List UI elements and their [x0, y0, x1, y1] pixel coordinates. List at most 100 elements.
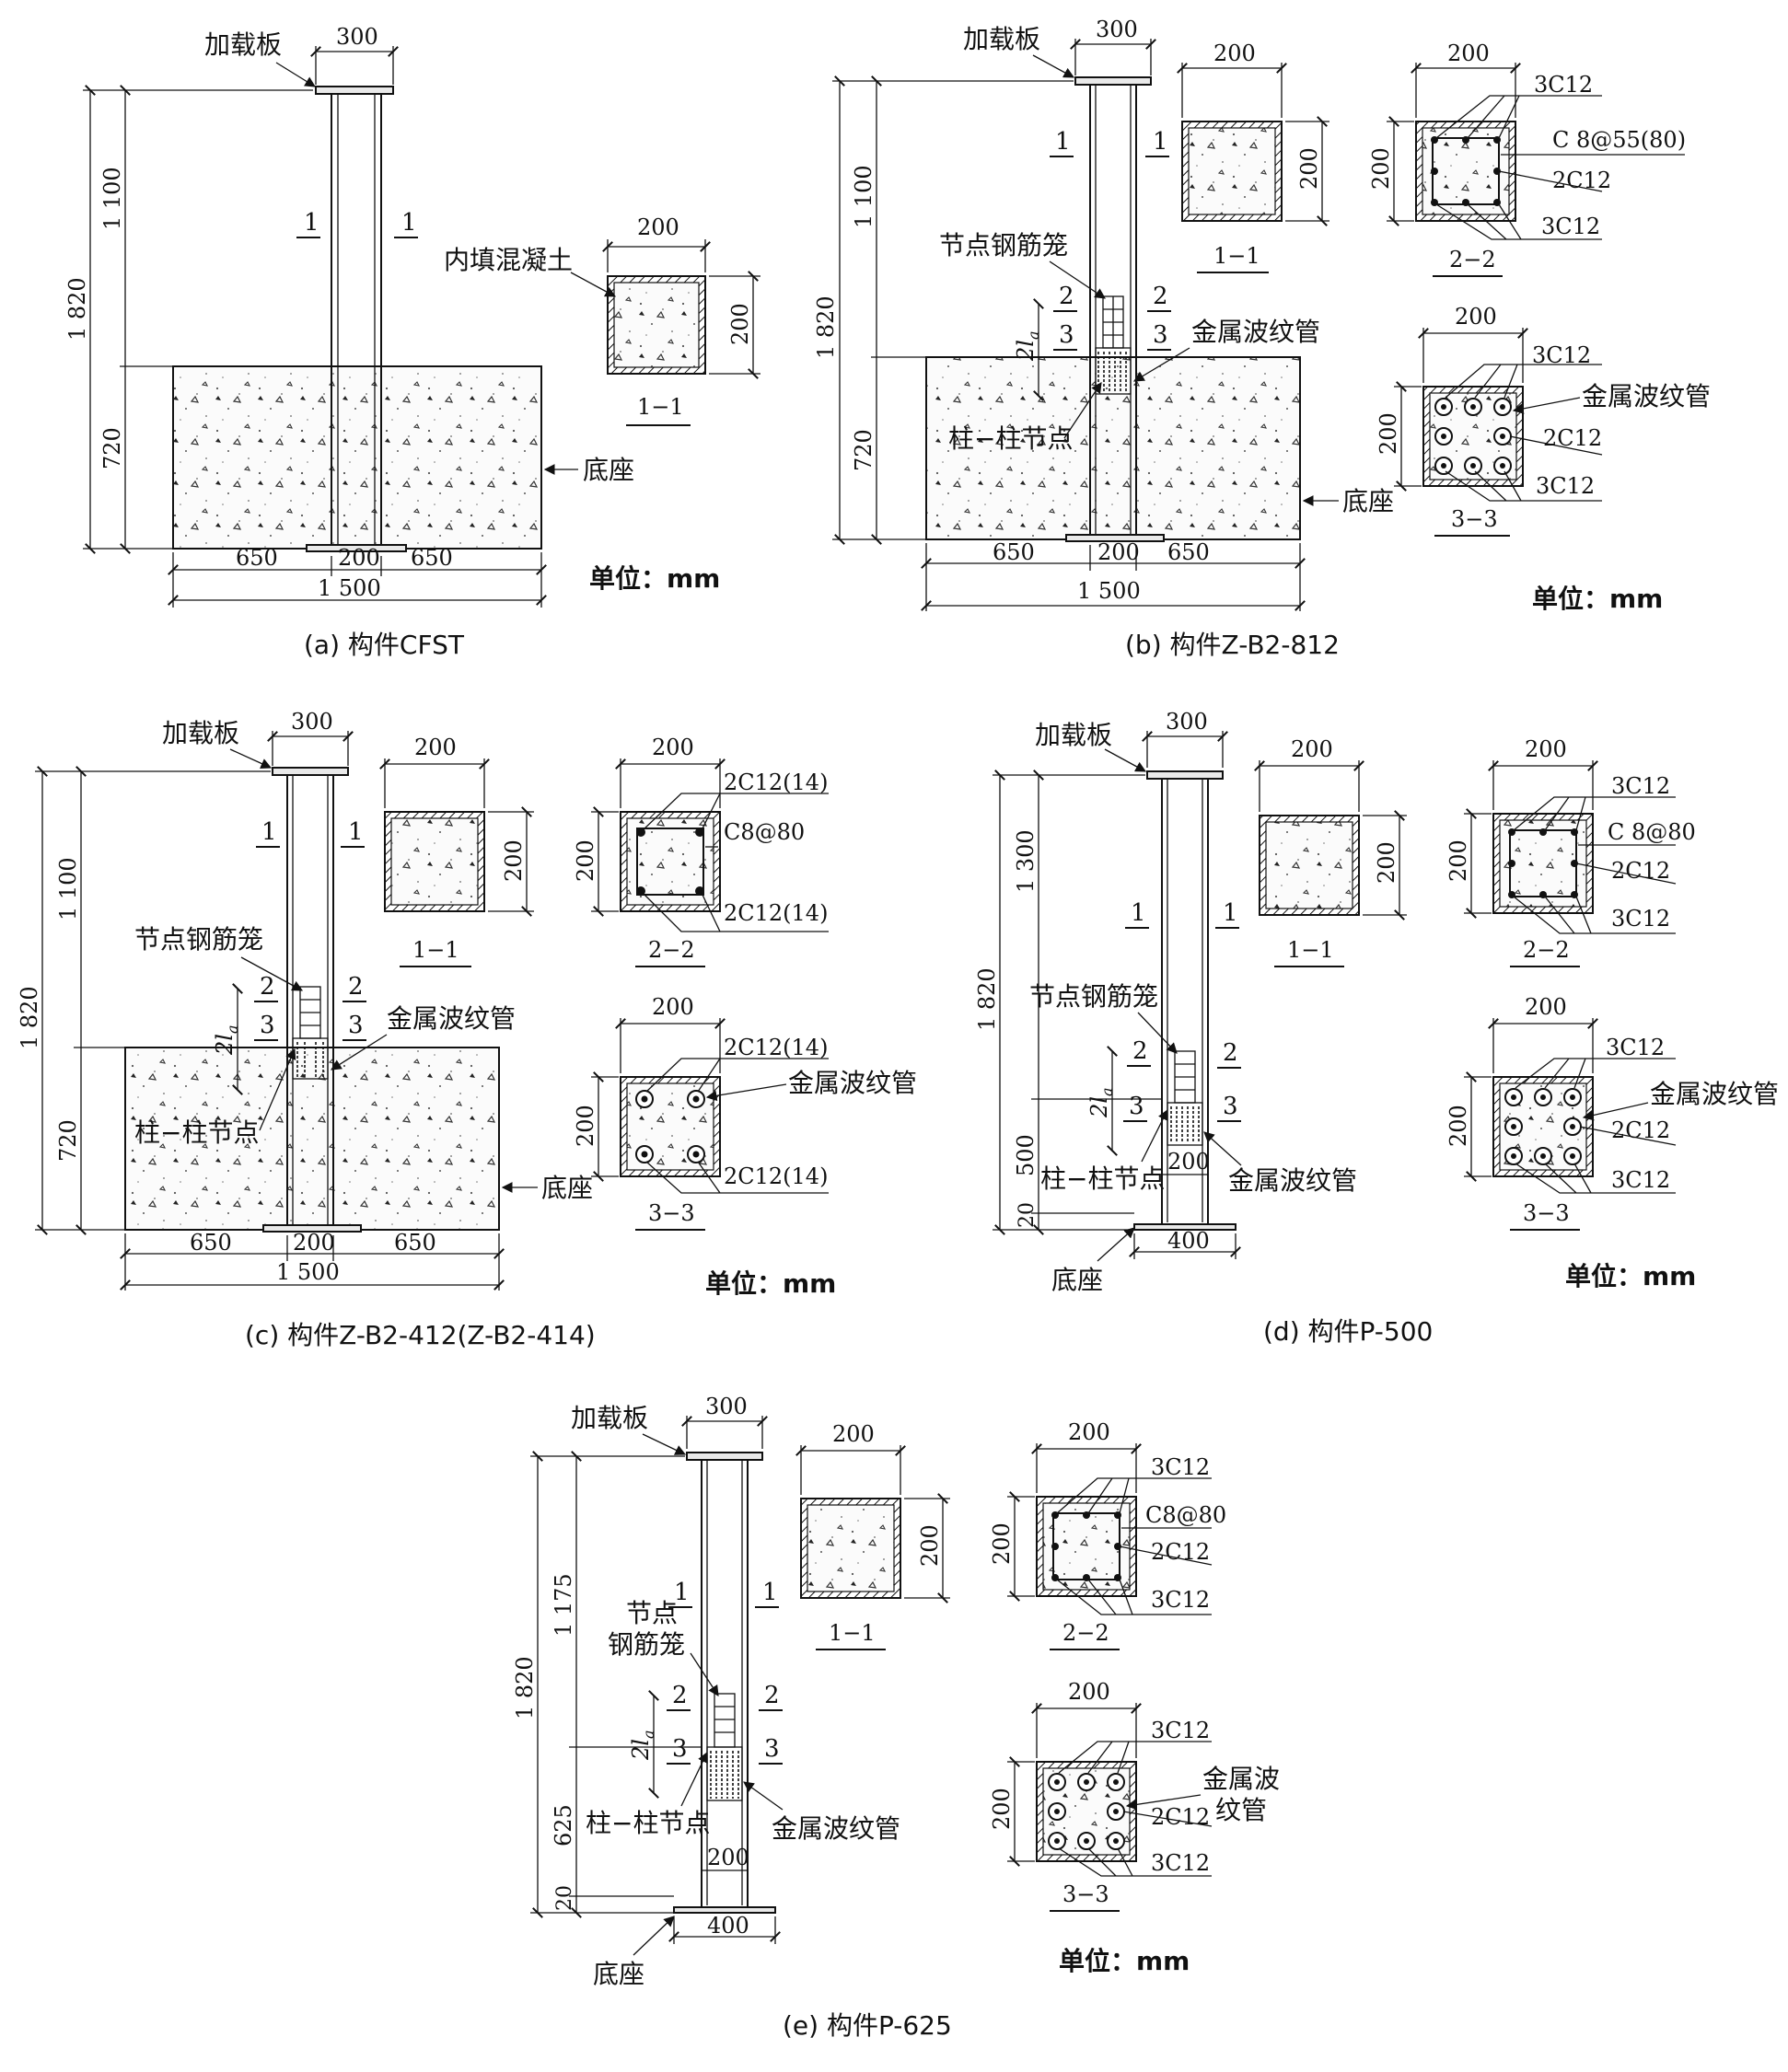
section-3-3-title: 3−3 — [1523, 1200, 1570, 1226]
node-rebar-cage — [714, 1693, 736, 1748]
mark-2-left: 2 — [672, 1682, 688, 1709]
sec2-dim-height: 200 — [1368, 147, 1394, 190]
sec2-dim-height: 200 — [573, 839, 598, 882]
duct-bars — [641, 1095, 700, 1158]
sec3-dim-height: 200 — [989, 1788, 1015, 1830]
dim-base-width: 400 — [707, 1913, 749, 1939]
node-rebar-cage — [1174, 1050, 1196, 1104]
s3-rebar-mid: 2C12 — [1611, 1117, 1670, 1143]
section-1-1-title: 1−1 — [829, 1620, 876, 1646]
section-2-2-title: 2−2 — [1062, 1620, 1109, 1646]
s3-rebar-top: 2C12(14) — [724, 1035, 828, 1060]
dim-height-lower: 625 — [551, 1804, 576, 1846]
s3-duct-label: 金属波纹管 — [1650, 1079, 1779, 1109]
bottom-plate — [262, 1224, 362, 1233]
mark-1-left: 1 — [1055, 128, 1071, 156]
dim-base-width: 400 — [1167, 1228, 1210, 1254]
corrugated-duct — [1167, 1102, 1203, 1146]
section-2-2-title: 2−2 — [648, 937, 695, 963]
cage-label-line2: 钢筋笼 — [608, 1629, 685, 1660]
caption-c: (c) 构件Z-B2-412(Z-B2-414) — [245, 1320, 596, 1350]
cage-label: 节点钢筋笼 — [939, 230, 1068, 260]
mark-2-right: 2 — [1153, 283, 1168, 310]
dim-col-width: 200 — [707, 1845, 749, 1870]
rebar-label-mid: 2C12 — [1151, 1539, 1210, 1565]
sec2-dim-width: 200 — [1068, 1419, 1110, 1445]
mark-3-right: 3 — [348, 1012, 364, 1039]
section-2-2-title: 2−2 — [1523, 937, 1570, 963]
mark-3-right: 3 — [764, 1735, 780, 1763]
rebar-label-top: 2C12(14) — [724, 770, 828, 795]
dim-base-mid: 200 — [338, 545, 380, 571]
bottom-plate — [306, 544, 407, 552]
mark-1-right: 1 — [1153, 128, 1168, 156]
sec3-dim-height: 200 — [573, 1105, 598, 1147]
stirrup-label: C 8@55(80) — [1552, 127, 1686, 153]
stirrup — [636, 828, 704, 896]
corrugated-duct — [1095, 347, 1132, 395]
duct-bars — [1441, 404, 1505, 469]
duct-bars — [1054, 1779, 1119, 1844]
rebar-label-bottom: 3C12 — [1611, 906, 1670, 932]
s3-rebar-mid: 2C12 — [1151, 1804, 1210, 1830]
dim-base-total: 1 500 — [276, 1259, 340, 1285]
sec2-dim-width: 200 — [652, 735, 694, 760]
section-2-2-title: 2−2 — [1449, 247, 1496, 272]
section-1-1-title: 1−1 — [637, 394, 684, 420]
mark-3-right: 3 — [1153, 321, 1168, 349]
unit-label: 单位：mm — [1565, 1261, 1696, 1291]
base-label: 底座 — [1342, 486, 1394, 516]
dim-height-lower: 500 — [1013, 1134, 1039, 1176]
mark-1-right: 1 — [348, 818, 364, 846]
unit-label: 单位：mm — [589, 563, 720, 594]
mark-2-left: 2 — [260, 973, 275, 1001]
dim-height-total: 1 820 — [974, 967, 1000, 1031]
mark-3-left: 3 — [1129, 1093, 1144, 1120]
mark-1-right: 1 — [1223, 899, 1238, 927]
la-label: 2l — [212, 1034, 238, 1056]
dim-height-upper: 1 100 — [55, 857, 81, 920]
rebar-label-mid: 2C12 — [1611, 858, 1670, 884]
sec3-dim-width: 200 — [1068, 1679, 1110, 1705]
rebar-label-top: 3C12 — [1611, 773, 1670, 799]
dim-height-total: 1 820 — [64, 277, 90, 341]
dim-height-upper: 1 175 — [551, 1573, 576, 1637]
section-1-1-title: 1−1 — [1287, 937, 1334, 963]
node-rebar-cage — [1102, 295, 1124, 349]
sec3-dim-height: 200 — [1445, 1105, 1471, 1147]
dim-plate-width: 300 — [1096, 17, 1138, 42]
duct-label: 金属波纹管 — [1191, 317, 1320, 347]
unit-label: 单位：mm — [1532, 584, 1663, 614]
loading-plate — [686, 1452, 763, 1461]
base-block — [172, 365, 542, 550]
rebar-label-bottom: 3C12 — [1541, 214, 1600, 239]
sec1-dim-width: 200 — [1291, 736, 1333, 762]
la-label: 2l — [1013, 340, 1039, 362]
la-subscript: a — [640, 1731, 657, 1740]
dim-height-lower: 720 — [851, 429, 877, 471]
rebar-label-top: 3C12 — [1151, 1454, 1210, 1480]
mark-2-right: 2 — [1223, 1039, 1238, 1067]
sec3-dim-width: 200 — [652, 994, 694, 1020]
dim-base-right: 650 — [1167, 539, 1210, 565]
sec1-dim-height: 200 — [1296, 147, 1322, 190]
base-label: 底座 — [593, 1959, 644, 1989]
dim-base-left: 650 — [190, 1230, 232, 1256]
joint-label: 柱−柱节点 — [948, 423, 1073, 454]
svg-text:2la: 2la — [212, 1025, 241, 1057]
section-1-1-title: 1−1 — [412, 937, 459, 963]
mark-2-right: 2 — [348, 973, 364, 1001]
loading-plate — [272, 767, 349, 776]
la-label: 2l — [628, 1739, 654, 1761]
base-plate — [1133, 1223, 1237, 1231]
svg-text:2la: 2la — [1013, 331, 1042, 363]
rebar-label-mid: 2C12 — [1552, 168, 1611, 193]
bottom-plate — [1065, 534, 1165, 542]
caption-e: (e) 构件P-625 — [783, 2010, 952, 2041]
dim-height-base: 20 — [553, 1885, 576, 1911]
loading-plate-label: 加载板 — [204, 29, 282, 60]
dim-col-width: 200 — [1167, 1149, 1210, 1175]
dim-height-total: 1 820 — [813, 295, 839, 359]
section-mark-1-left: 1 — [304, 209, 319, 237]
